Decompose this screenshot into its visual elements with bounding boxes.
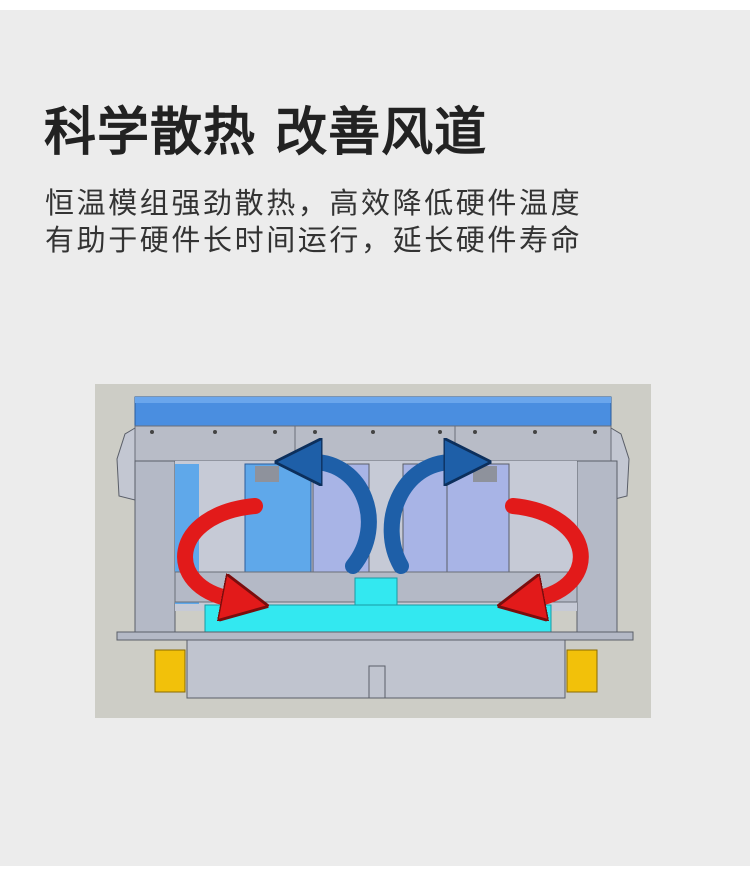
subtitle-line-2: 有助于硬件长时间运行，延长硬件寿命: [45, 223, 583, 257]
headline: 科学散热 改善风道: [44, 103, 488, 163]
airflow-diagram-image: [95, 384, 651, 718]
bottom-border: [0, 866, 750, 874]
cool-air-arrow-icon: [383, 462, 453, 574]
hot-air-arrow-icon: [513, 498, 589, 599]
cool-air-arrow-icon: [313, 462, 377, 574]
hot-air-arrow-icon: [177, 498, 255, 599]
subtitle-line-1: 恒温模组强劲散热，高效降低硬件温度: [45, 186, 583, 220]
top-border: [0, 0, 750, 10]
